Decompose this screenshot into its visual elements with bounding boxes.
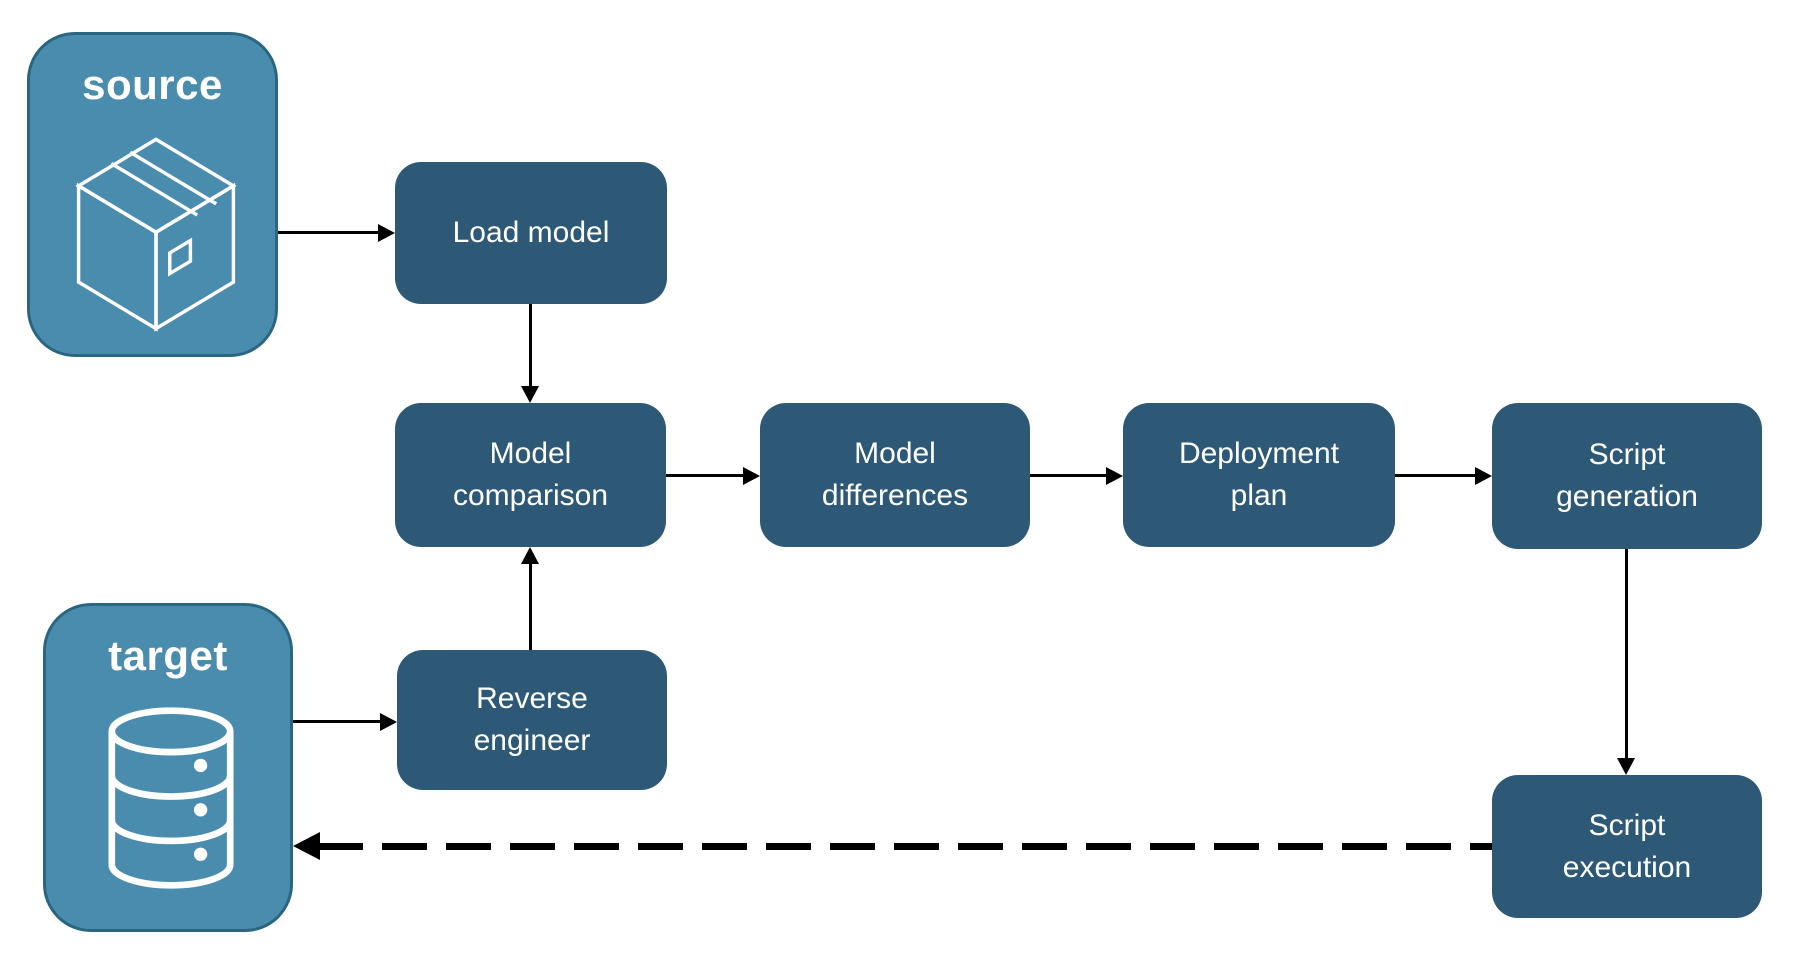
node-deployment-plan: Deployment plan xyxy=(1123,403,1395,547)
package-box-icon xyxy=(75,137,237,332)
node-reverse-engineer: Reverse engineer xyxy=(397,650,667,790)
node-reverse-engineer-label: Reverse engineer xyxy=(473,682,591,757)
node-script-execution: Script execution xyxy=(1492,775,1762,918)
node-script-execution-label: Script execution xyxy=(1562,808,1692,884)
entity-source: source xyxy=(27,32,278,357)
database-icon xyxy=(108,707,234,889)
node-script-generation-label: Script generation xyxy=(1556,438,1698,513)
node-load-model: Load model xyxy=(395,162,667,304)
node-model-comparison-label: Model comparison xyxy=(452,437,609,512)
target-label: target xyxy=(108,632,228,679)
entity-target: target xyxy=(43,603,293,932)
node-model-differences-label: Model differences xyxy=(821,437,969,512)
node-script-generation: Script generation xyxy=(1492,403,1762,549)
node-load-model-label: Load model xyxy=(452,216,610,249)
node-deployment-plan-label: Deployment plan xyxy=(1178,437,1340,512)
node-model-comparison: Model comparison xyxy=(395,403,666,547)
source-label: source xyxy=(82,61,223,108)
node-model-differences: Model differences xyxy=(760,403,1030,547)
